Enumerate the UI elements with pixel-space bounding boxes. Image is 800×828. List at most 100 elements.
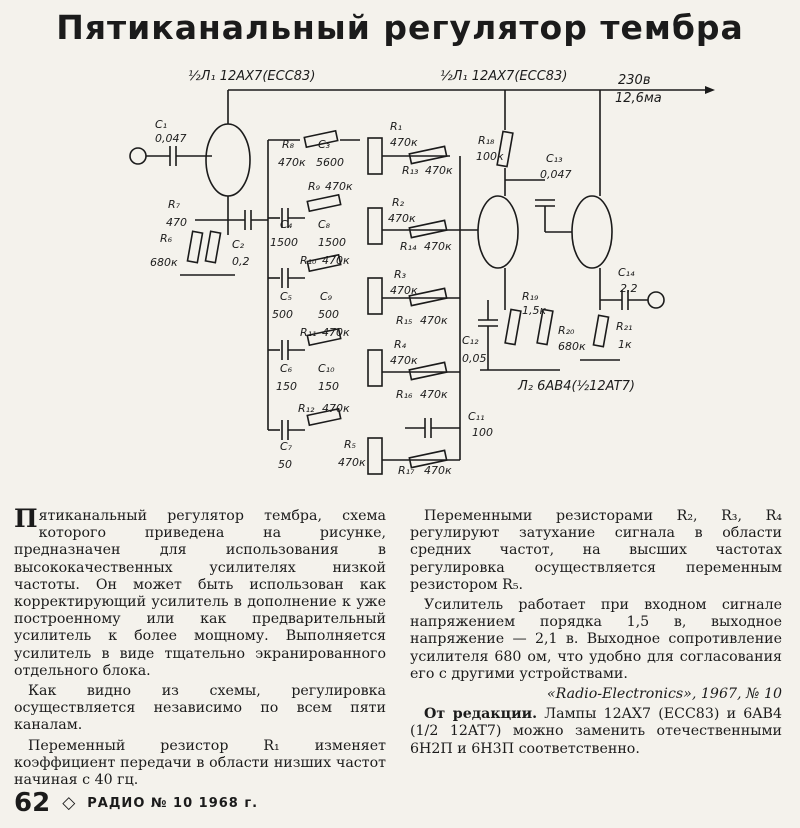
r5-value: 470к [338,456,366,469]
r15-label: R₁₅ [396,314,412,327]
tube1-label: ½Л₁ 12AX7(ECC83) [188,69,315,84]
r2-value: 470к [388,212,416,225]
resistor-r20 [536,308,554,346]
journal-issue: РАДИО № 10 1968 г. [87,795,259,811]
r10-value: 470к [322,254,350,267]
r14-label: R₁₄ [400,240,417,253]
r8-label: R₈ [282,138,295,151]
paragraph: Как видно из схемы, регулировка осуществ… [14,683,386,734]
page-number: 62 [14,788,51,818]
r9-label: R₉ [308,180,321,193]
resistor-r6 [204,230,222,264]
r4-value: 470к [390,354,418,367]
c12-value: 0,05 [462,352,487,365]
resistor-r19 [504,308,522,346]
input-connector [129,147,147,165]
schematic-labels: ½Л₁ 12AX7(ECC83) ½Л₁ 12AX7(ECC83) Л₂ 6AB… [188,69,662,394]
resistor-r21 [592,314,610,348]
r1-label: R₁ [390,120,402,133]
r15-value: 470к [420,314,448,327]
schematic-diagram: ½Л₁ 12AX7(ECC83) ½Л₁ 12AX7(ECC83) Л₂ 6AB… [129,69,715,477]
tube-3 [571,195,613,269]
r7-label: R₇ [168,198,181,211]
component-labels: C₁ 0,047 R₇ 470 R₆ 680к C₂ 0,2 R₈ 470к C… [150,118,638,477]
tube3-label: Л₂ 6AB4(½12AT7) [517,379,635,394]
c7-value: 50 [278,458,292,471]
c3-label: C₃ [318,138,331,151]
r12-value: 470к [322,402,350,415]
c14-label: C₁₄ [618,266,635,279]
r17-label: R₁₇ [398,464,415,477]
r13-value: 470к [425,164,453,177]
r18-value: 100к [476,150,504,163]
r20-label: R₂₀ [558,324,575,337]
c8-value: 1500 [318,236,346,249]
page-title: Пятиканальный регулятор тембра [56,8,744,47]
paragraph: Переменными резисторами R₂, R₃, R₄ регул… [410,508,782,593]
c13-value: 0,047 [540,168,572,181]
r3-label: R₃ [394,268,407,281]
diamond-icon: ◇ [62,793,76,813]
c5-label: C₅ [280,290,292,303]
r16-value: 470к [420,388,448,401]
editor-note-heading: От редакции. [424,706,538,723]
c10-label: C₁₀ [318,362,335,375]
r5-label: R₅ [344,438,356,451]
r6-label: R₆ [160,232,173,245]
r19-value: 1,5к [522,304,546,317]
r16-label: R₁₆ [396,388,413,401]
resistor-r7 [186,230,204,264]
c7-label: C₇ [280,440,293,453]
paragraph: Усилитель работает при входном сигнале н… [410,597,782,682]
c6-value: 150 [276,380,297,393]
c3-value: 5600 [316,156,344,169]
r6-value: 680к [150,256,178,269]
page-footer: 62 ◇ РАДИО № 10 1968 г. [14,788,258,818]
r21-label: R₂₁ [616,320,632,333]
r18-label: R₁₈ [478,134,495,147]
output-connector [647,291,665,309]
r4-label: R₄ [394,338,407,351]
paragraph: Переменный резистор R₁ изменяет коэффици… [14,737,386,789]
c12-label: C₁₂ [462,334,479,347]
r19-label: R₁₉ [522,290,539,303]
tube-2 [477,195,519,269]
r11-value: 470к [322,326,350,339]
r12-label: R₁₂ [298,402,315,415]
r11-label: R₁₁ [300,326,316,339]
c2-value: 0,2 [232,255,250,268]
c5-value: 500 [272,308,293,321]
drop-cap: П [14,504,38,533]
resistor-r18 [496,130,514,168]
supply-current: 12,6ма [615,91,662,106]
editor-note-text: Лампы 12AX7 (ECC83) и 6AB4 (1/2 12AT7) м… [410,706,782,757]
channel-rows [268,129,460,475]
c4-value: 1500 [270,236,298,249]
r13-label: R₁₃ [402,164,419,177]
c13-label: C₁₃ [546,152,563,165]
c14-value: 2,2 [620,282,638,295]
c1-label: C₁ [155,118,167,131]
r2-label: R₂ [392,196,405,209]
r14-value: 470к [424,240,452,253]
editor-note: От редакции. Лампы 12AX7 (ECC83) и 6AB4 … [410,706,782,758]
r1-value: 470к [390,136,418,149]
r17-value: 470к [424,464,452,477]
c6-label: C₆ [280,362,293,375]
c9-label: C₉ [320,290,333,303]
c11-label: C₁₁ [468,410,485,423]
supply-voltage: 230в [618,73,650,88]
r20-value: 680к [558,340,586,353]
text-column-2: Переменными резисторами R₂, R₃, R₄ регул… [410,508,782,761]
r9-value: 470к [325,180,353,193]
c8-label: C₈ [318,218,331,231]
c2-label: C₂ [232,238,245,251]
c1-value: 0,047 [155,132,187,145]
tube-1 [205,123,251,197]
r3-value: 470к [390,284,418,297]
r7-value: 470 [166,216,187,229]
c9-value: 500 [318,308,339,321]
r21-value: 1к [618,338,632,351]
